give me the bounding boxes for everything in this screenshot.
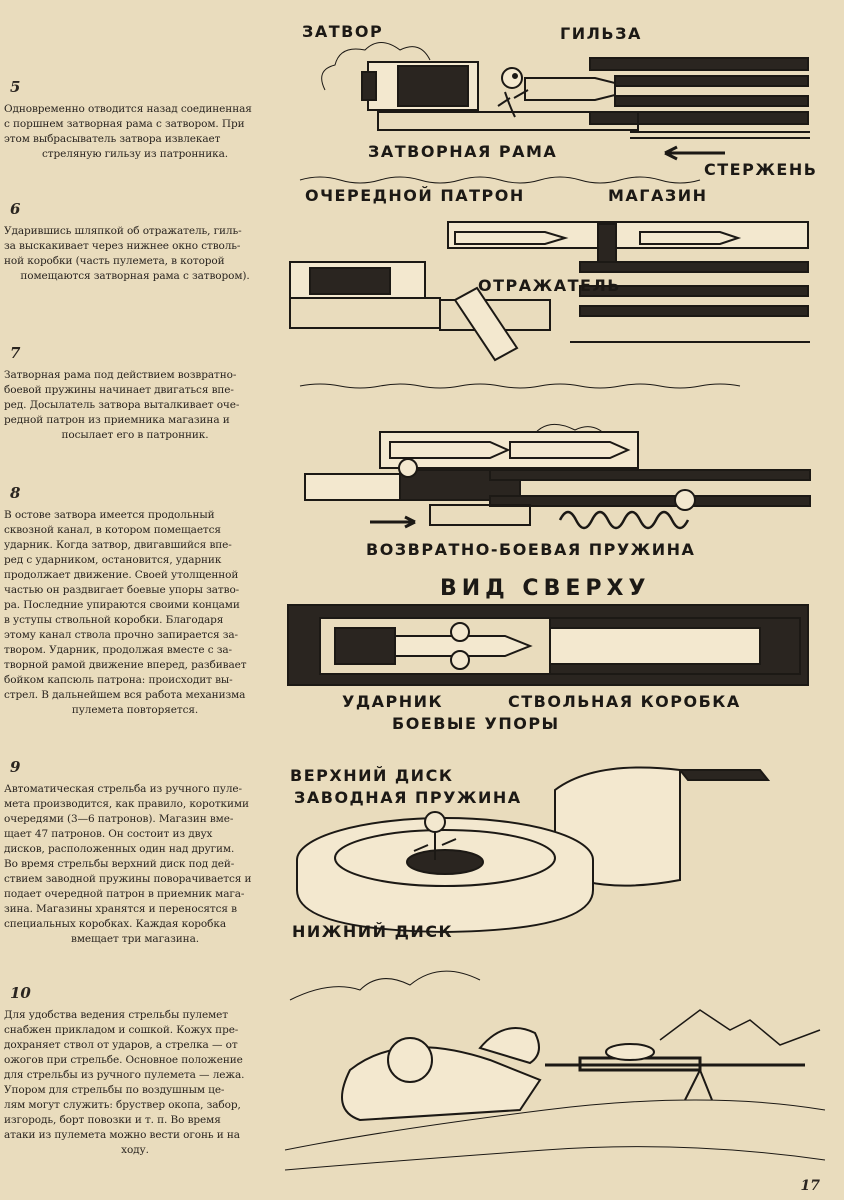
label-zatvor: ЗАТВОР	[302, 22, 384, 41]
step-9: 9 Автоматическая стрельба из ручного пул…	[4, 758, 266, 947]
figure-return-spring	[304, 423, 811, 530]
step-7: 7 Затворная рама под действием возвратно…	[4, 344, 266, 443]
figure-ejection	[289, 221, 810, 389]
figure-bolt-retract	[299, 42, 810, 184]
step-number: 10	[10, 984, 31, 1002]
label-magazin: МАГАЗИН	[608, 186, 708, 205]
label-boevye-upory: БОЕВЫЕ УПОРЫ	[392, 714, 560, 733]
label-sterzhen: СТЕРЖЕНЬ	[704, 160, 818, 179]
label-pruzhina: ВОЗВРАТНО-БОЕВАЯ ПРУЖИНА	[366, 540, 696, 559]
label-zatvornaya-rama: ЗАТВОРНАЯ РАМА	[368, 142, 558, 161]
label-verhniy-disk: ВЕРХНИЙ ДИСК	[290, 766, 454, 785]
step-text: Одновременно отводится назад соединенная…	[4, 103, 252, 160]
illustrations: ЗАТВОР ГИЛЬЗА ЗАТВОРНАЯ РАМА СТЕРЖЕНЬ ОЧ…	[280, 0, 840, 1200]
step-number: 9	[10, 758, 21, 776]
step-number: 5	[10, 78, 21, 96]
label-gilza: ГИЛЬЗА	[560, 24, 642, 43]
illustration-drawings	[284, 42, 826, 1171]
step-number: 8	[10, 484, 21, 502]
figure-top-view	[287, 604, 809, 686]
label-vid-sverhu: ВИД СВЕРХУ	[440, 576, 651, 601]
label-otrazhatel: ОТРАЖАТЕЛЬ	[478, 276, 621, 295]
label-stvolnaya-korobka: СТВОЛЬНАЯ КОРОБКА	[508, 692, 741, 711]
label-nizhniy-disk: НИЖНИЙ ДИСК	[292, 922, 454, 941]
step-text: Затворная рама под действием возвратно-б…	[4, 369, 240, 441]
step-text: Ударившись шляпкой об отражатель, гиль-з…	[4, 225, 250, 282]
step-5: 5 Одновременно отводится назад соединенн…	[4, 78, 266, 162]
figure-disc-magazine	[296, 766, 771, 934]
step-number: 6	[10, 200, 21, 218]
label-zavodnaya-pruzhina: ЗАВОДНАЯ ПРУЖИНА	[294, 788, 522, 807]
step-text: Автоматическая стрельба из ручного пуле-…	[4, 783, 252, 945]
figure-prone-soldier	[284, 970, 826, 1171]
step-number: 7	[10, 344, 21, 362]
label-ocherednoy-patron: ОЧЕРЕДНОЙ ПАТРОН	[305, 186, 525, 205]
step-6: 6 Ударившись шляпкой об отражатель, гиль…	[4, 200, 266, 284]
label-udarnik: УДАРНИК	[342, 692, 444, 711]
step-10: 10 Для удобства ведения стрельбы пулемет…	[4, 984, 266, 1158]
page-number: 17	[800, 1178, 820, 1194]
